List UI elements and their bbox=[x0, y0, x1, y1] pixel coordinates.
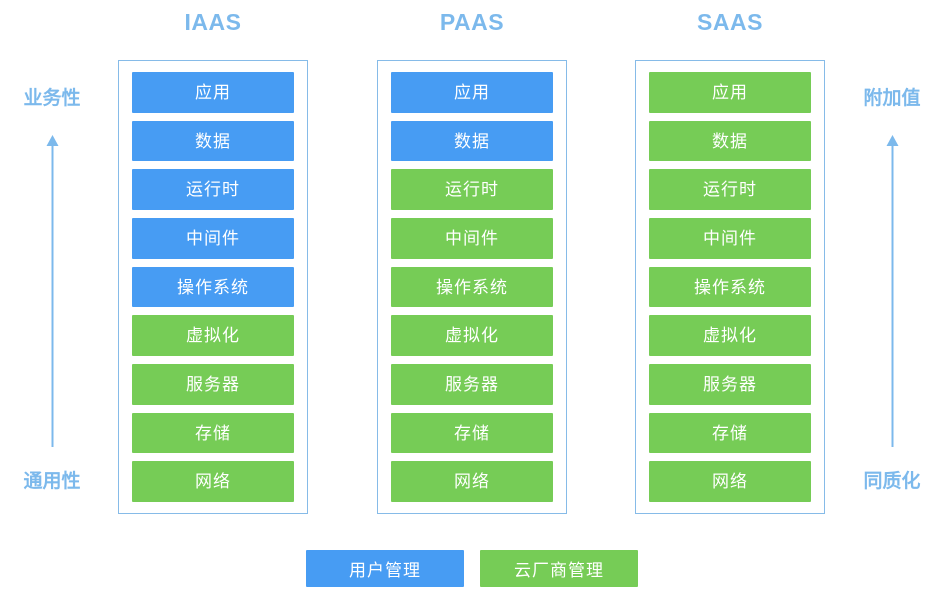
layer-stack: 应用 数据 运行时 中间件 操作系统 虚拟化 服务器 存储 网络 bbox=[649, 72, 811, 503]
layer-box: 应用 bbox=[132, 72, 294, 113]
stack-column-saas: 应用 数据 运行时 中间件 操作系统 虚拟化 服务器 存储 网络 bbox=[635, 60, 825, 514]
left-axis-bottom-label: 通用性 bbox=[23, 471, 81, 492]
layer-box: 应用 bbox=[391, 72, 553, 113]
layer-box: 运行时 bbox=[649, 169, 811, 211]
layer-box: 虚拟化 bbox=[132, 315, 294, 357]
legend: 用户管理 云厂商管理 bbox=[0, 550, 944, 587]
column-title-iaas: IAAS bbox=[184, 9, 242, 35]
left-axis-top-label: 业务性 bbox=[23, 88, 81, 109]
layer-box: 数据 bbox=[132, 120, 294, 162]
layer-box: 服务器 bbox=[132, 364, 294, 405]
layer-box: 运行时 bbox=[132, 169, 294, 211]
arrow-stem bbox=[51, 144, 53, 447]
layer-box: 运行时 bbox=[391, 169, 553, 211]
layer-box: 数据 bbox=[649, 120, 811, 162]
arrow-head bbox=[46, 135, 58, 146]
layer-box: 网络 bbox=[391, 461, 553, 503]
layer-box: 存储 bbox=[391, 412, 553, 454]
layer-stack: 应用 数据 运行时 中间件 操作系统 虚拟化 服务器 存储 网络 bbox=[132, 72, 294, 503]
column-title-saas: SAAS bbox=[697, 9, 763, 35]
layer-box: 操作系统 bbox=[132, 266, 294, 308]
layer-box: 操作系统 bbox=[649, 266, 811, 308]
stack-column-paas: 应用 数据 运行时 中间件 操作系统 虚拟化 服务器 存储 网络 bbox=[377, 60, 567, 514]
legend-item-user-managed: 用户管理 bbox=[306, 550, 464, 587]
up-arrow-icon bbox=[46, 135, 59, 447]
layer-box: 操作系统 bbox=[391, 266, 553, 308]
arrow-stem bbox=[891, 144, 893, 447]
layer-box: 服务器 bbox=[391, 364, 553, 405]
layer-box: 存储 bbox=[132, 412, 294, 454]
layer-box: 中间件 bbox=[649, 218, 811, 259]
layer-box: 数据 bbox=[391, 120, 553, 162]
legend-item-vendor-managed: 云厂商管理 bbox=[480, 550, 638, 587]
layer-box: 应用 bbox=[649, 72, 811, 113]
stack-column-iaas: 应用 数据 运行时 中间件 操作系统 虚拟化 服务器 存储 网络 bbox=[118, 60, 308, 514]
right-axis: 附加值 同质化 bbox=[840, 60, 944, 514]
layer-box: 网络 bbox=[132, 461, 294, 503]
layer-box: 虚拟化 bbox=[391, 315, 553, 357]
layer-box: 中间件 bbox=[132, 218, 294, 259]
layer-box: 存储 bbox=[649, 412, 811, 454]
right-axis-bottom-label: 同质化 bbox=[863, 471, 921, 492]
layer-box: 服务器 bbox=[649, 364, 811, 405]
layer-stack: 应用 数据 运行时 中间件 操作系统 虚拟化 服务器 存储 网络 bbox=[391, 72, 553, 503]
left-axis: 业务性 通用性 bbox=[0, 60, 104, 514]
layer-box: 中间件 bbox=[391, 218, 553, 259]
arrow-head bbox=[886, 135, 898, 146]
up-arrow-icon bbox=[886, 135, 899, 447]
right-axis-top-label: 附加值 bbox=[863, 88, 921, 109]
column-title-paas: PAAS bbox=[439, 9, 505, 35]
layer-box: 虚拟化 bbox=[649, 315, 811, 357]
layer-box: 网络 bbox=[649, 461, 811, 503]
